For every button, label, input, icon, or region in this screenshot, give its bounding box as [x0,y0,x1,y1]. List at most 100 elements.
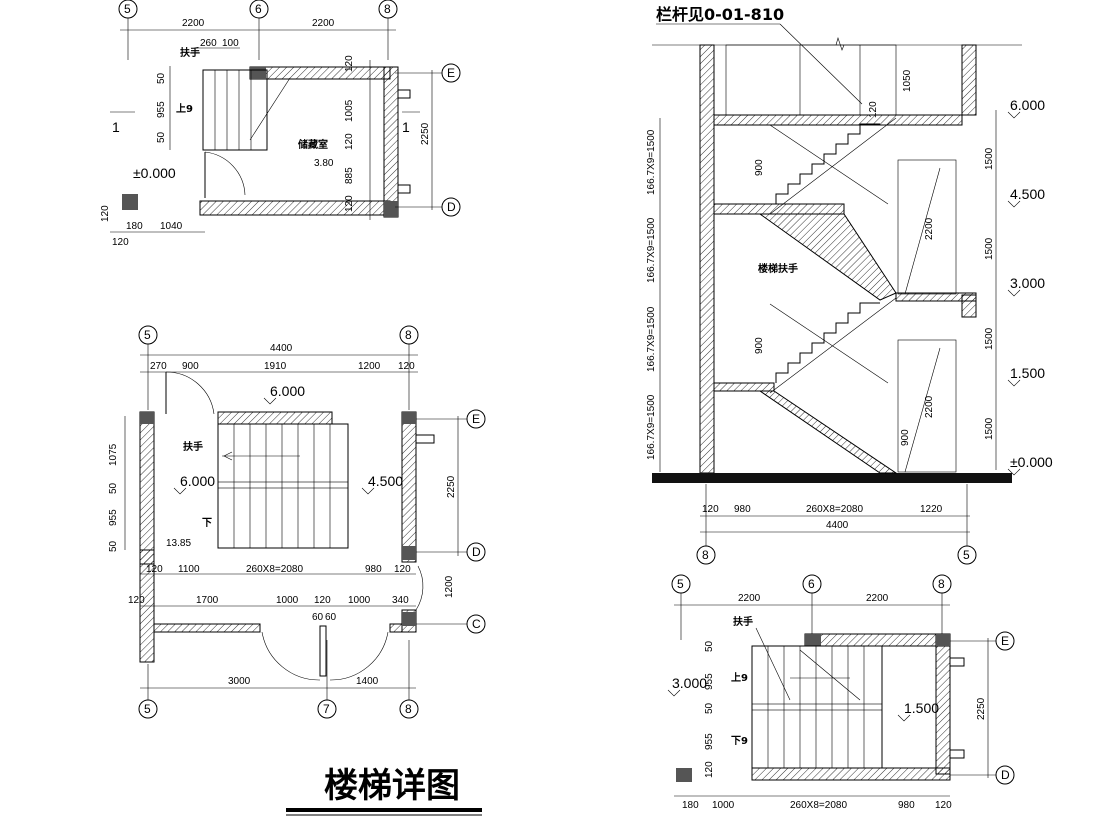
svg-text:1000: 1000 [276,595,299,606]
svg-text:1040: 1040 [160,221,183,232]
level-label: ±0.000 [133,165,176,181]
svg-text:120: 120 [100,205,111,222]
svg-text:120: 120 [394,564,411,575]
svg-text:5: 5 [963,548,970,562]
svg-text:1000: 1000 [348,595,371,606]
svg-text:50: 50 [156,72,167,84]
railing-note: 栏杆见0-01-810 [656,5,784,24]
svg-text:E: E [472,412,480,426]
svg-text:120: 120 [344,195,355,212]
plan-ground-floor: 5 6 8 2200 2200 260 100 扶手 [100,0,461,248]
svg-text:120: 120 [344,55,355,72]
svg-text:120: 120 [344,133,355,150]
svg-text:1200: 1200 [444,575,455,598]
svg-text:1500: 1500 [984,327,995,350]
svg-text:1.500: 1.500 [904,700,939,716]
svg-text:340: 340 [392,595,409,606]
svg-text:2250: 2250 [976,697,987,720]
svg-text:2200: 2200 [924,217,935,240]
svg-text:2250: 2250 [420,122,431,145]
svg-text:120: 120 [868,101,879,118]
room-name: 储藏室 [297,138,328,151]
svg-text:900: 900 [900,429,911,446]
svg-text:180: 180 [682,800,699,811]
dim: 2200 [182,18,205,29]
svg-text:上9: 上9 [731,671,748,684]
room-area: 3.80 [314,158,334,169]
svg-text:2250: 2250 [446,475,457,498]
svg-text:120: 120 [112,237,129,248]
svg-text:4400: 4400 [826,520,849,531]
svg-text:50: 50 [704,702,715,714]
svg-text:955: 955 [704,733,715,750]
grid-6: 6 [255,2,262,16]
svg-text:1: 1 [402,119,410,135]
svg-text:166.7X9=1500: 166.7X9=1500 [646,129,657,195]
svg-text:4.500: 4.500 [368,473,403,489]
svg-text:6.000: 6.000 [180,473,215,489]
svg-text:3.000: 3.000 [672,675,707,691]
svg-text:1700: 1700 [196,595,219,606]
drawing-title: 楼梯详图 [324,766,460,806]
svg-text:扶手: 扶手 [183,440,203,453]
svg-text:1075: 1075 [108,443,119,466]
stair-section: 栏杆见0-01-810 2200 2200 900 900 [646,5,1053,565]
svg-text:1500: 1500 [984,147,995,170]
svg-text:E: E [1001,634,1009,648]
svg-text:50: 50 [108,482,119,494]
dim: 260 [200,38,217,49]
svg-text:120: 120 [128,595,145,606]
svg-text:270: 270 [150,361,167,372]
svg-text:8: 8 [938,577,945,591]
svg-text:180: 180 [126,221,143,232]
svg-text:5: 5 [144,702,151,716]
svg-text:1050: 1050 [902,69,913,92]
svg-text:1100: 1100 [178,564,200,575]
svg-text:2200: 2200 [924,395,935,418]
svg-text:D: D [1001,768,1010,782]
svg-text:120: 120 [146,564,163,575]
svg-text:1.500: 1.500 [1010,365,1045,381]
svg-text:5: 5 [677,577,684,591]
grid-5: 5 [124,2,131,16]
svg-text:7: 7 [323,702,330,716]
plan-middle-floor: 5 6 8 2200 2200 扶手 上9 下9 3.000 1.500 [667,574,1015,811]
svg-text:2200: 2200 [866,593,889,604]
svg-text:885: 885 [344,167,355,184]
svg-text:3.000: 3.000 [1010,275,1045,291]
svg-text:955: 955 [156,101,167,118]
svg-text:楼梯扶手: 楼梯扶手 [758,262,798,275]
svg-text:60: 60 [325,612,337,623]
svg-text:955: 955 [108,509,119,526]
svg-text:60: 60 [312,612,324,623]
svg-text:1500: 1500 [984,417,995,440]
svg-text:1910: 1910 [264,361,287,372]
svg-text:50: 50 [704,640,715,652]
svg-text:1220: 1220 [920,504,943,515]
svg-text:下: 下 [202,517,212,529]
grid-D: D [447,200,456,214]
svg-text:C: C [472,617,481,631]
svg-text:6.000: 6.000 [270,383,305,399]
svg-text:166.7X9=1500: 166.7X9=1500 [646,394,657,460]
svg-text:4.500: 4.500 [1010,186,1045,202]
plan-top-floor: 5 8 4400 270 900 1910 1200 120 6.000 [108,325,486,719]
svg-text:166.7X9=1500: 166.7X9=1500 [646,217,657,283]
svg-text:13.85: 13.85 [166,538,191,549]
svg-text:120: 120 [314,595,331,606]
svg-text:955: 955 [704,673,715,690]
svg-text:980: 980 [734,504,751,515]
dim: 2200 [312,18,335,29]
svg-text:900: 900 [754,337,765,354]
svg-text:1400: 1400 [356,676,379,687]
svg-text:8: 8 [702,548,709,562]
svg-text:6: 6 [808,577,815,591]
svg-text:D: D [472,545,481,559]
svg-text:8: 8 [405,328,412,342]
svg-text:50: 50 [156,131,167,143]
svg-text:±0.000: ±0.000 [1010,454,1053,470]
svg-text:260X8=2080: 260X8=2080 [790,800,847,811]
svg-text:下9: 下9 [731,735,748,747]
svg-text:1200: 1200 [358,361,381,372]
